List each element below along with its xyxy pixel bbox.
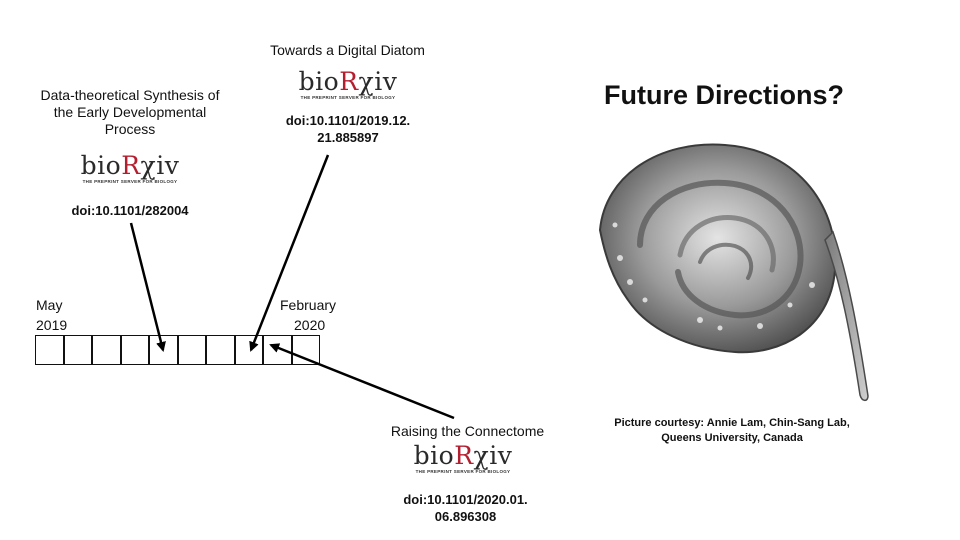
timeline-cell <box>291 335 320 365</box>
timeline-start-year: 2019 <box>36 317 68 333</box>
timeline-cell <box>234 335 263 365</box>
timeline-cell <box>63 335 92 365</box>
timeline-cell <box>206 335 235 365</box>
timeline-cell <box>177 335 206 365</box>
timeline-cell <box>35 335 64 365</box>
preprint-1-caption: Data-theoretical Synthesis of the Early … <box>40 87 220 137</box>
arrow-preprint-3 <box>269 343 455 420</box>
preprint-3-caption: Raising the Connectome <box>390 423 545 439</box>
preprint-3-doi: doi:10.1101/2020.01. 06.896308 <box>403 492 528 524</box>
timeline-cell <box>263 335 292 365</box>
timeline-end-year: 2020 <box>294 317 326 333</box>
image-credit: Picture courtesy: Annie Lam, Chin-Sang L… <box>614 417 850 444</box>
preprint-1-doi: doi:10.1101/282004 <box>71 203 189 218</box>
timeline-cell <box>120 335 149 365</box>
preprint-2-caption: Towards a Digital Diatom <box>270 42 425 58</box>
preprint-2-biorxiv-logo: bioRχiv THE PREPRINT SERVER FOR BIOLOGY <box>298 67 398 101</box>
arrow-preprint-1 <box>129 222 166 352</box>
timeline-start-month: May <box>36 297 63 313</box>
preprint-1-biorxiv-logo: bioRχiv THE PREPRINT SERVER FOR BIOLOGY <box>80 151 180 185</box>
arrow-preprint-2 <box>249 154 330 352</box>
preprint-2-doi: doi:10.1101/2019.12. 21.885897 <box>285 113 411 145</box>
timeline-cell <box>92 335 121 365</box>
preprint-3-biorxiv-logo: bioRχiv THE PREPRINT SERVER FOR BIOLOGY <box>413 441 513 475</box>
timeline-end-month: February <box>280 297 337 313</box>
slide-title: Future Directions? <box>604 80 845 110</box>
timeline-cell <box>149 335 178 365</box>
